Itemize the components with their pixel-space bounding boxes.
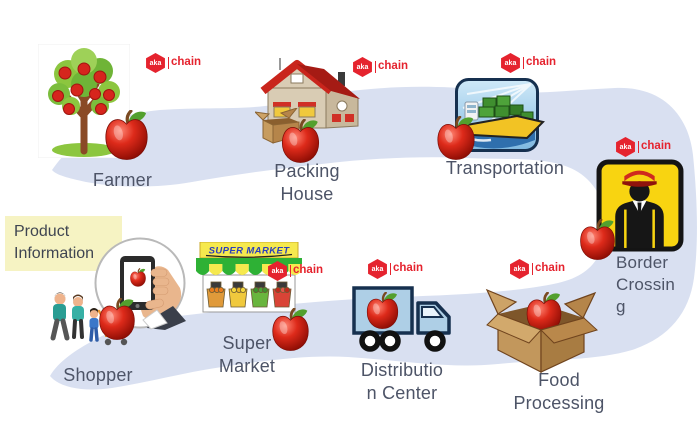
- label-food-processing: Food Processing: [513, 370, 605, 414]
- akachain-logo: aka chain: [352, 57, 408, 77]
- akachain-logo: aka chain: [367, 259, 423, 279]
- akachain-logo: aka chain: [615, 137, 671, 157]
- label-shopper: Shopper: [63, 365, 133, 385]
- label-packing-house: Packing House: [274, 161, 340, 205]
- cuff: [142, 309, 168, 330]
- cargo-ship-icon: [455, 78, 545, 152]
- akachain-logo: aka chain: [500, 53, 556, 73]
- akachain-logo: aka chain: [145, 53, 201, 73]
- label-farmer: Farmer: [92, 170, 153, 190]
- apple-icon: [104, 110, 149, 160]
- akachain-logo: aka chain: [509, 259, 565, 279]
- delivery-truck-icon: [352, 286, 451, 352]
- supermarket-storefront-icon: SUPER MARKET: [196, 242, 302, 313]
- label-border-crossing: Border Crossin g: [616, 253, 676, 316]
- akachain-hex-icon: aka: [510, 259, 529, 279]
- akachain-hex-icon: aka: [616, 137, 635, 157]
- akachain-hex-icon: aka: [353, 57, 372, 77]
- man: [50, 292, 70, 341]
- tree-apples: [52, 62, 115, 115]
- house-windows: [273, 100, 354, 122]
- label-super-market: Super Market: [218, 333, 276, 377]
- label-distribution-center: Distributio n Center: [360, 360, 444, 404]
- open-box-icon: [485, 288, 598, 373]
- woman: [72, 294, 84, 339]
- label-transportation: Transportation: [445, 158, 565, 178]
- containers: [478, 95, 534, 121]
- akachain-logo: aka chain: [267, 261, 323, 281]
- fingers: [145, 268, 170, 310]
- apple-icon: [98, 298, 136, 340]
- apple-icon: [281, 119, 320, 163]
- supermarket-sign-text: SUPER MARKET: [209, 246, 291, 257]
- boy: [89, 308, 99, 342]
- produce-bins: [206, 281, 292, 308]
- phone-scan-icon: [94, 237, 186, 330]
- apple-tree-icon: [38, 44, 130, 158]
- akachain-hex-icon: aka: [501, 53, 520, 73]
- apple-icon: [436, 116, 476, 160]
- akachain-hex-icon: aka: [146, 53, 165, 73]
- akachain-hex-icon: aka: [368, 259, 387, 279]
- customs-officer-sign-icon: [596, 159, 684, 252]
- apple-icon: [579, 219, 616, 260]
- akachain-hex-icon: aka: [268, 261, 287, 281]
